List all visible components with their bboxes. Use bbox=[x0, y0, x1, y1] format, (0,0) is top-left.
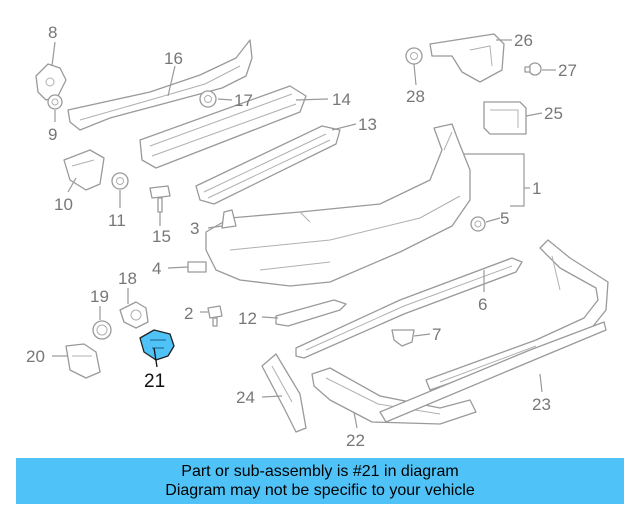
part-3-guide bbox=[221, 209, 237, 229]
label-8: 8 bbox=[48, 23, 57, 42]
part-7-bracket bbox=[391, 329, 415, 347]
part-24-trim bbox=[261, 353, 307, 433]
part-4-clip bbox=[187, 261, 207, 273]
label-22: 22 bbox=[346, 431, 365, 450]
label-23: 23 bbox=[532, 395, 551, 414]
part-22-valance bbox=[311, 367, 477, 425]
label-14: 14 bbox=[332, 90, 351, 109]
part-21-highlighted bbox=[139, 329, 175, 361]
label-5: 5 bbox=[500, 209, 509, 228]
label-13: 13 bbox=[358, 115, 377, 134]
part-17-clip bbox=[199, 90, 217, 108]
label-3: 3 bbox=[190, 219, 199, 238]
parts-diagram: 1 2 3 4 5 6 7 8 9 10 11 12 13 14 15 16 1… bbox=[26, 23, 609, 450]
label-18: 18 bbox=[118, 269, 137, 288]
label-28: 28 bbox=[406, 87, 425, 106]
part-8-bracket bbox=[35, 63, 67, 101]
label-25: 25 bbox=[544, 104, 563, 123]
label-2: 2 bbox=[184, 304, 193, 323]
part-25-module bbox=[483, 101, 527, 135]
part-5-sensor bbox=[470, 216, 486, 232]
label-21: 21 bbox=[144, 371, 165, 392]
part-14-absorber bbox=[139, 85, 307, 169]
part-20-bracket bbox=[65, 343, 101, 379]
label-20: 20 bbox=[26, 347, 45, 366]
label-24: 24 bbox=[236, 388, 255, 407]
part-9-nut bbox=[47, 94, 63, 110]
part-13-absorber bbox=[195, 125, 341, 205]
banner-line-2: Diagram may not be specific to your vehi… bbox=[165, 482, 475, 499]
label-1: 1 bbox=[532, 179, 541, 198]
label-19: 19 bbox=[90, 287, 109, 306]
part-10-bracket bbox=[63, 149, 105, 191]
label-9: 9 bbox=[48, 125, 57, 144]
label-4: 4 bbox=[152, 259, 161, 278]
part-16-bracket bbox=[67, 39, 253, 131]
part-26-bracket bbox=[429, 33, 505, 83]
part-27-screw bbox=[524, 62, 542, 76]
part-19-ring bbox=[92, 320, 112, 340]
label-6: 6 bbox=[478, 295, 487, 314]
label-17: 17 bbox=[234, 91, 253, 110]
part-18-sensor bbox=[119, 301, 149, 329]
part-2-bolt bbox=[207, 305, 223, 327]
part-6-strip bbox=[295, 257, 523, 359]
label-12: 12 bbox=[238, 309, 257, 328]
part-28-nut bbox=[405, 47, 423, 65]
label-7: 7 bbox=[432, 325, 441, 344]
part-labels: 1 2 3 4 5 6 7 8 9 10 11 12 13 14 15 16 1… bbox=[26, 23, 577, 450]
label-11: 11 bbox=[108, 211, 126, 230]
part-23-trim bbox=[379, 239, 609, 423]
label-10: 10 bbox=[54, 195, 73, 214]
label-26: 26 bbox=[514, 31, 533, 50]
part-11-nut bbox=[111, 172, 129, 190]
part-12-reflector bbox=[275, 299, 347, 327]
part-15-bolt bbox=[149, 185, 171, 213]
label-15: 15 bbox=[152, 227, 171, 246]
part-info-banner: Part or sub-assembly is #21 in diagram D… bbox=[16, 458, 624, 504]
banner-line-1: Part or sub-assembly is #21 in diagram bbox=[181, 463, 459, 480]
label-27: 27 bbox=[558, 61, 577, 80]
part-1-bumper-cover bbox=[205, 123, 471, 287]
label-16: 16 bbox=[164, 49, 183, 68]
leader-lines bbox=[51, 39, 556, 429]
